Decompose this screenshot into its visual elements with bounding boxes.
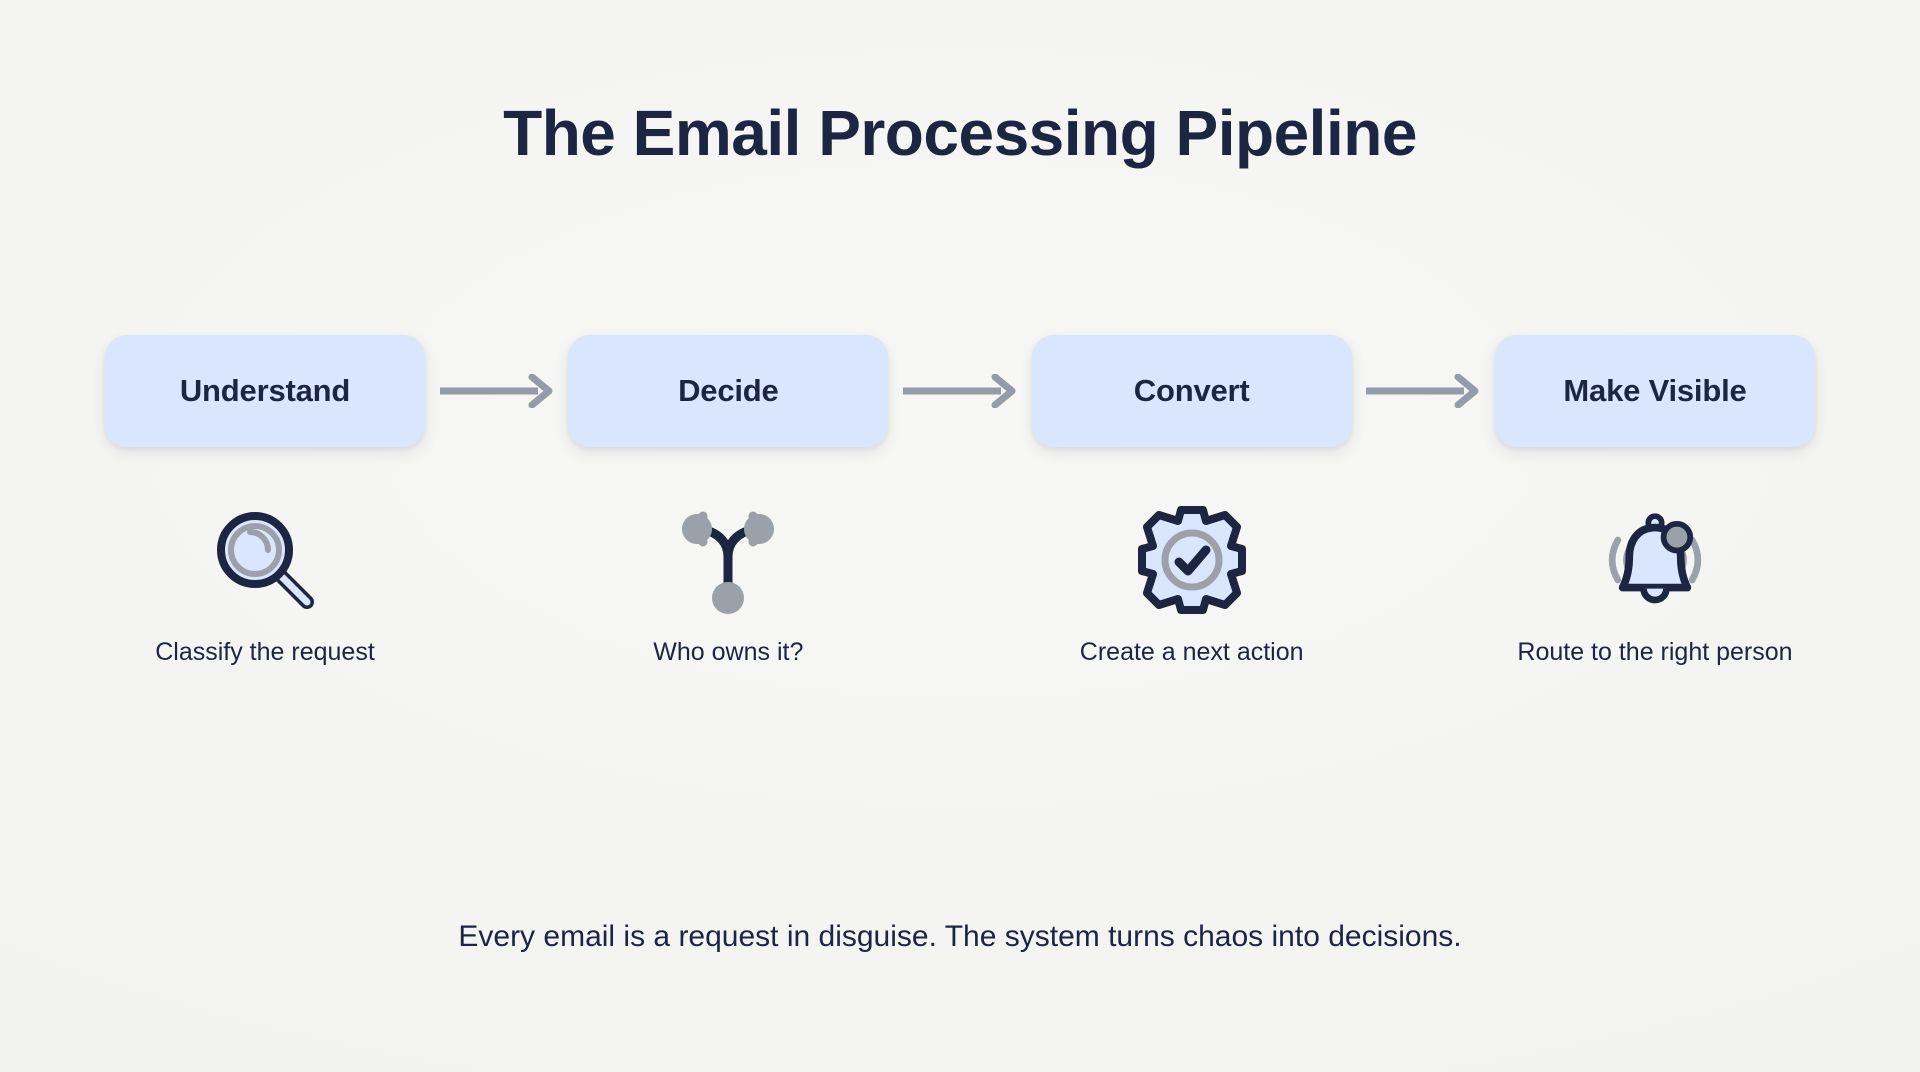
- stage-box-convert[interactable]: Convert: [1031, 335, 1352, 447]
- detail-cell-decide: Who owns it?: [563, 500, 893, 667]
- detail-caption-understand: Classify the request: [155, 638, 375, 666]
- pipeline-row: Understand Decide Convert Make Visible: [100, 335, 1820, 465]
- details-spacer-2: [893, 500, 1026, 667]
- arrow-convert-to-make-visible: [1357, 335, 1490, 447]
- detail-cell-make-visible: Route to the right person: [1490, 500, 1820, 667]
- details-spacer-1: [430, 500, 563, 667]
- magnifying-glass-icon: [205, 500, 325, 620]
- bell-notification-icon: [1595, 500, 1715, 620]
- detail-caption-make-visible: Route to the right person: [1517, 638, 1793, 666]
- arrow-understand-to-decide: [430, 335, 563, 447]
- arrow-decide-to-convert: [893, 335, 1026, 447]
- stage-box-label-understand: Understand: [179, 373, 351, 408]
- stage-cell-convert: Convert: [1027, 335, 1357, 447]
- stage-box-label-decide: Decide: [678, 373, 779, 408]
- stage-cell-understand: Understand: [100, 335, 430, 447]
- detail-cell-convert: Create a next action: [1027, 500, 1357, 667]
- stage-box-label-convert: Convert: [1133, 373, 1250, 408]
- stage-cell-make-visible: Make Visible: [1490, 335, 1820, 447]
- detail-caption-decide: Who owns it?: [653, 638, 804, 666]
- details-spacer-3: [1357, 500, 1490, 667]
- detail-caption-convert: Create a next action: [1079, 638, 1304, 666]
- gear-check-icon: [1132, 500, 1252, 620]
- page-title: The Email Processing Pipeline: [503, 97, 1417, 169]
- branch-fork-icon: [668, 500, 788, 620]
- stage-cell-decide: Decide: [563, 335, 893, 447]
- stage-box-make-visible[interactable]: Make Visible: [1494, 335, 1815, 447]
- page-footnote: Every email is a request in disguise. Th…: [458, 920, 1462, 953]
- stage-box-decide[interactable]: Decide: [568, 335, 889, 447]
- stage-box-understand[interactable]: Understand: [105, 335, 425, 447]
- stage-box-label-make-visible: Make Visible: [1563, 373, 1747, 408]
- detail-cell-understand: Classify the request: [100, 500, 430, 667]
- details-row: Classify the request Who owns it?: [100, 500, 1820, 667]
